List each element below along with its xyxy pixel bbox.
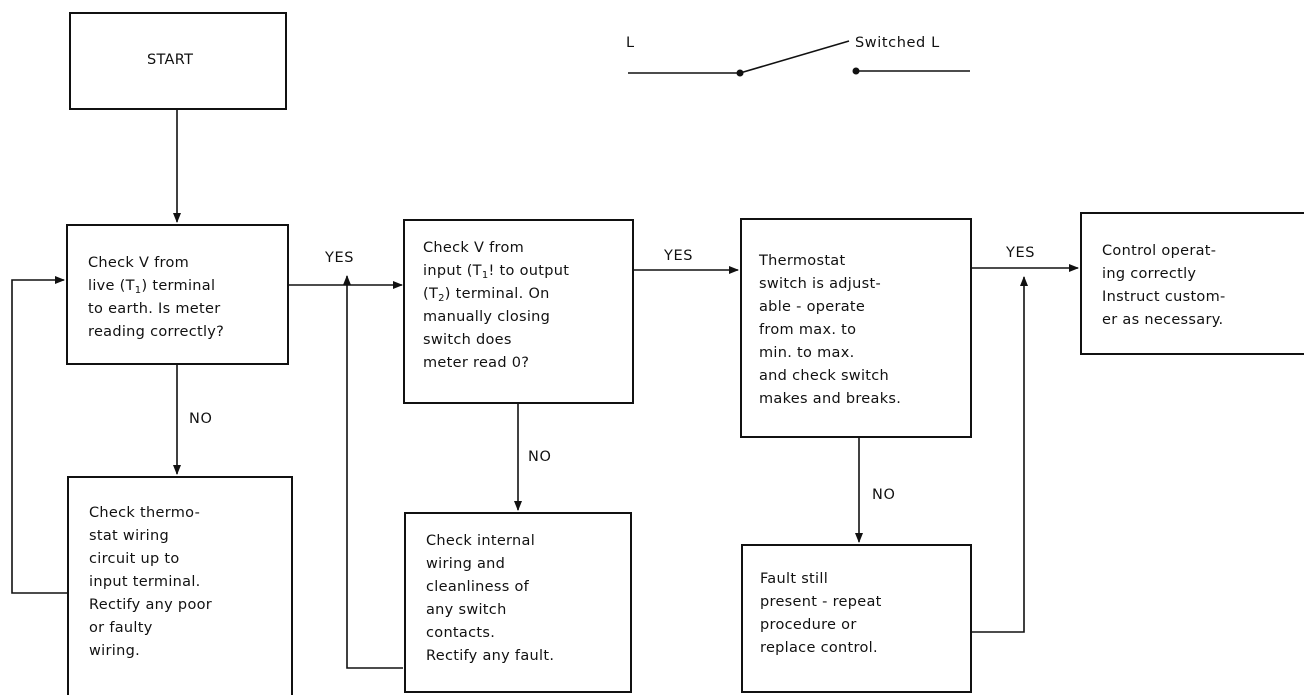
label-no-2: NO <box>528 449 552 465</box>
label-no-3: NO <box>872 487 896 503</box>
check-live-line-2: live (T1) terminal <box>88 278 216 296</box>
check-wiring-box: Check thermo- stat wiring circuit up to … <box>67 476 293 695</box>
start-box: START <box>69 12 287 110</box>
start-label: START <box>147 52 194 68</box>
check-live-line-4: reading correctly? <box>88 324 225 340</box>
check-io-line-3: (T2) terminal. On <box>423 286 550 304</box>
check-live-box: Check V from live (T1) terminal to earth… <box>66 224 289 365</box>
label-no-1: NO <box>189 411 213 427</box>
check-live-line-1: Check V from <box>88 255 190 271</box>
label-yes-3: YES <box>1006 245 1036 261</box>
arrow-loop-internal-to-io <box>343 275 403 669</box>
switch-symbol-contact <box>852 67 860 75</box>
switch-symbol-blade <box>739 40 850 74</box>
label-yes-2: YES <box>664 248 694 264</box>
switch-label-switched-l: Switched L <box>855 35 940 51</box>
check-input-output-box: Check V from input (T1! to output (T2) t… <box>403 219 634 404</box>
check-live-line-3: to earth. Is meter <box>88 301 221 317</box>
check-internal-box: Check internal wiring and cleanliness of… <box>404 512 632 693</box>
arrow-loop-fault-to-yes <box>972 276 1028 633</box>
thermostat-box: Thermostat switch is adjust- able - oper… <box>740 218 972 438</box>
check-io-line-2: input (T1! to output <box>423 263 570 281</box>
control-ok-box: Control operat- ing correctly Instruct c… <box>1080 212 1304 355</box>
switch-label-l: L <box>626 35 635 51</box>
arrow-loop-wiring-to-live <box>11 276 67 594</box>
switch-symbol-pivot <box>736 69 744 77</box>
label-yes-1: YES <box>325 250 355 266</box>
fault-present-box: Fault still present - repeat procedure o… <box>741 544 972 693</box>
